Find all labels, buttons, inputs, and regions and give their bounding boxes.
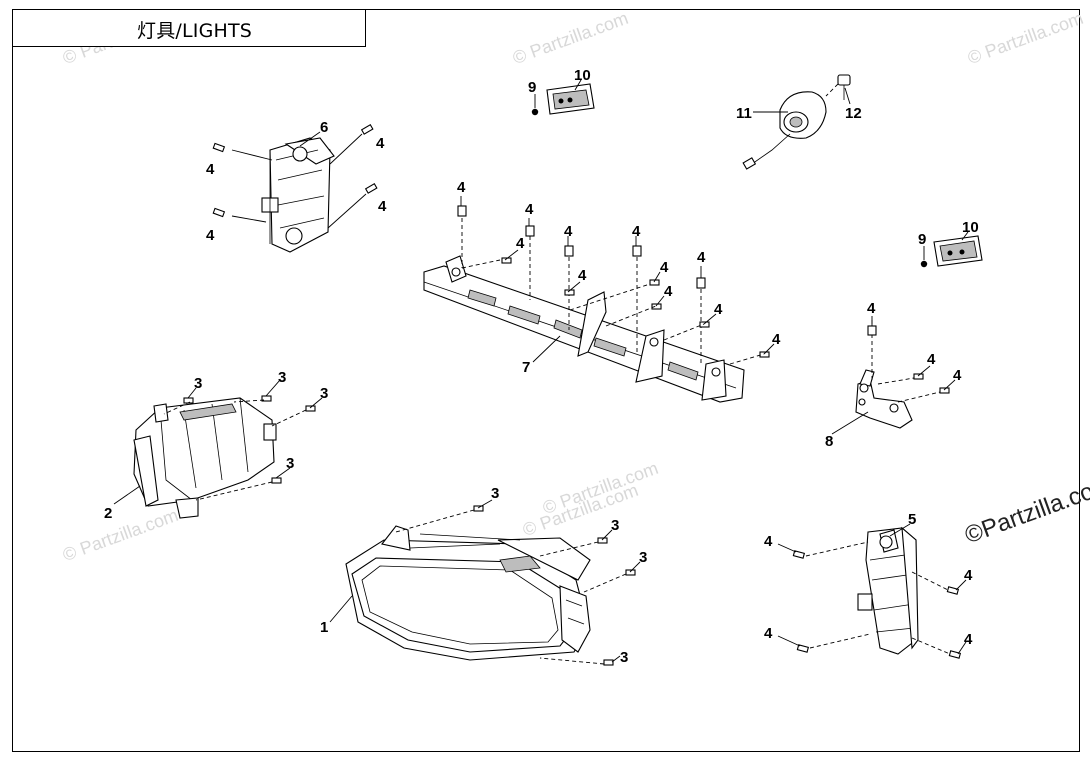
callout-4: 4 [764,625,773,642]
callout-4: 4 [516,235,525,252]
dome-light[interactable] [742,91,827,170]
screws-6[interactable] [212,124,378,218]
light-bracket-7[interactable] [423,255,745,403]
diagram-title: 灯具/LIGHTS [137,20,253,42]
screws-5[interactable] [792,550,962,659]
callout-3: 3 [286,455,294,472]
reflector-top[interactable] [546,83,595,115]
callout-4: 4 [564,223,573,240]
callout-4: 4 [376,135,385,152]
callout-4: 4 [764,533,773,550]
callout-4: 4 [660,259,669,276]
callout-10: 10 [574,67,591,84]
callout-9: 9 [528,79,536,96]
callout-4: 4 [964,631,973,648]
callout-4: 4 [697,249,706,266]
screws-7[interactable] [457,205,770,358]
callout-3: 3 [278,369,286,386]
callout-4: 4 [953,367,962,384]
callout-4: 4 [927,351,936,368]
callout-3: 3 [491,485,499,502]
callout-8: 8 [825,433,833,450]
callout-11: 11 [736,105,752,122]
callout-4: 4 [578,267,587,284]
callout-4: 4 [714,301,723,318]
title-box: 灯具/LIGHTS [12,9,366,47]
headlight-1[interactable] [345,525,591,661]
callout-4: 4 [378,198,387,215]
callout-7: 7 [522,359,530,376]
callout-3: 3 [611,517,619,534]
callout-6: 6 [320,119,328,136]
bracket-8[interactable] [855,369,913,429]
reflector-right[interactable] [933,235,983,267]
callout-9: 9 [918,231,926,248]
screws-1[interactable] [473,505,636,666]
screw-9-top[interactable] [531,108,539,116]
callout-4: 4 [632,223,641,240]
callout-4: 4 [964,567,973,584]
callout-4: 4 [525,201,534,218]
screws-8[interactable] [867,325,950,394]
callout-3: 3 [320,385,328,402]
callout-4: 4 [206,227,215,244]
callout-2: 2 [104,505,112,522]
callout-1: 1 [320,619,328,636]
callout-10: 10 [962,219,979,236]
screws-2[interactable] [183,395,316,484]
callout-3: 3 [639,549,647,566]
screw-9-right[interactable] [920,260,928,268]
callout-3: 3 [194,375,202,392]
callout-3: 3 [620,649,628,666]
side-light-2[interactable] [133,397,277,519]
callout-4: 4 [206,161,215,178]
callout-12: 12 [845,105,862,122]
callout-4: 4 [664,283,673,300]
turn-light-left[interactable] [261,137,335,253]
diagram-frame [12,9,1080,752]
callout-4: 4 [772,331,781,348]
bulb-12[interactable] [837,74,851,100]
callout-4: 4 [457,179,466,196]
turn-light-right[interactable] [857,526,919,655]
callout-5: 5 [908,511,916,528]
callout-4: 4 [867,300,876,317]
